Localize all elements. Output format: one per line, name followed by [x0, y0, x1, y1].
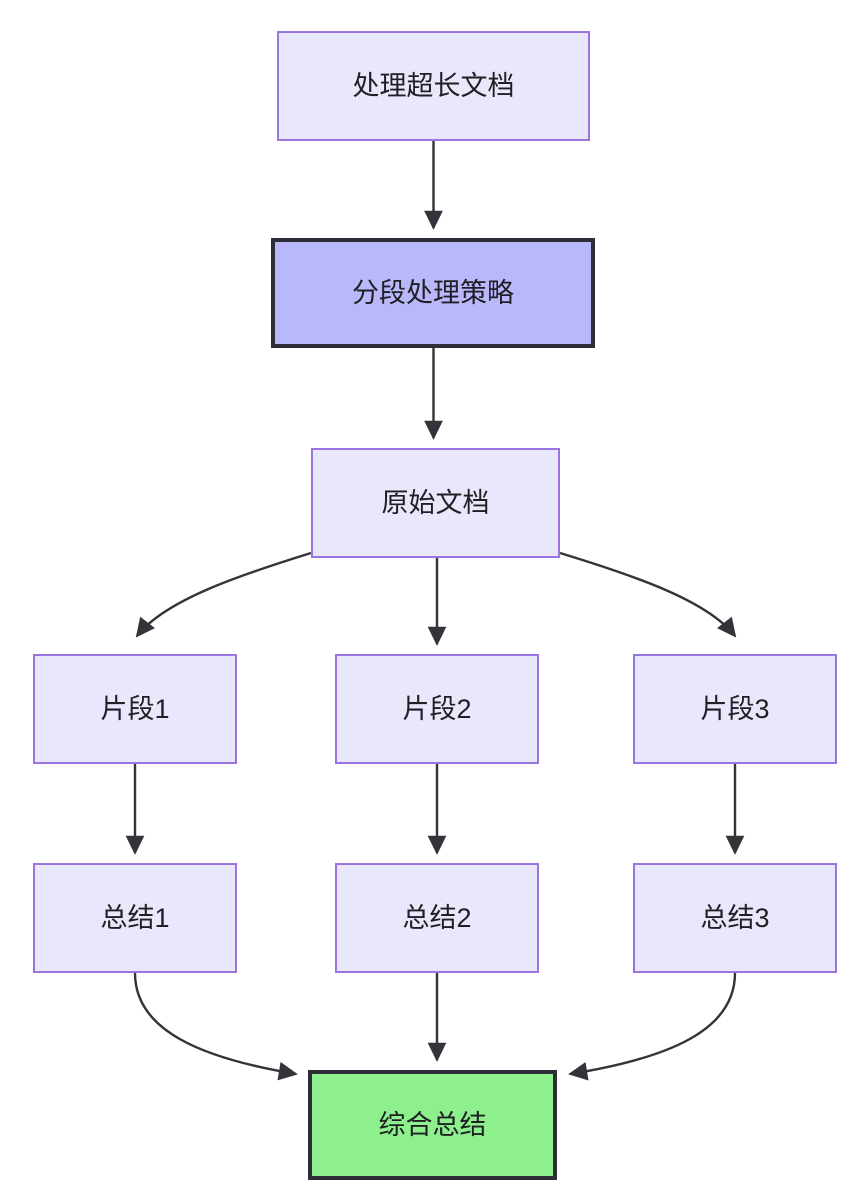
node-n2[interactable]: 分段处理策略: [271, 238, 595, 348]
node-label: 处理超长文档: [352, 70, 515, 101]
edge-n3-to-n4: [135, 551, 312, 638]
node-n5[interactable]: 片段2: [335, 654, 539, 764]
node-label: 原始文档: [381, 487, 490, 518]
node-n9[interactable]: 总结3: [633, 863, 837, 973]
node-n10[interactable]: 综合总结: [308, 1070, 557, 1180]
node-label: 片段1: [100, 693, 170, 724]
node-label: 综合总结: [378, 1109, 487, 1140]
edge-n7-to-n10: [133, 972, 298, 1081]
edge-n9-to-n10: [568, 972, 737, 1081]
node-label: 总结2: [402, 902, 472, 933]
node-label: 片段3: [700, 693, 770, 724]
node-label: 总结1: [100, 902, 170, 933]
node-n4[interactable]: 片段1: [33, 654, 237, 764]
node-n7[interactable]: 总结1: [33, 863, 237, 973]
edge-n3-to-n6: [559, 551, 737, 638]
node-label: 片段2: [402, 693, 472, 724]
node-n8[interactable]: 总结2: [335, 863, 539, 973]
node-label: 分段处理策略: [352, 277, 514, 308]
node-n1[interactable]: 处理超长文档: [277, 31, 590, 141]
node-n3[interactable]: 原始文档: [311, 448, 560, 558]
node-n6[interactable]: 片段3: [633, 654, 837, 764]
node-label: 总结3: [700, 902, 770, 933]
